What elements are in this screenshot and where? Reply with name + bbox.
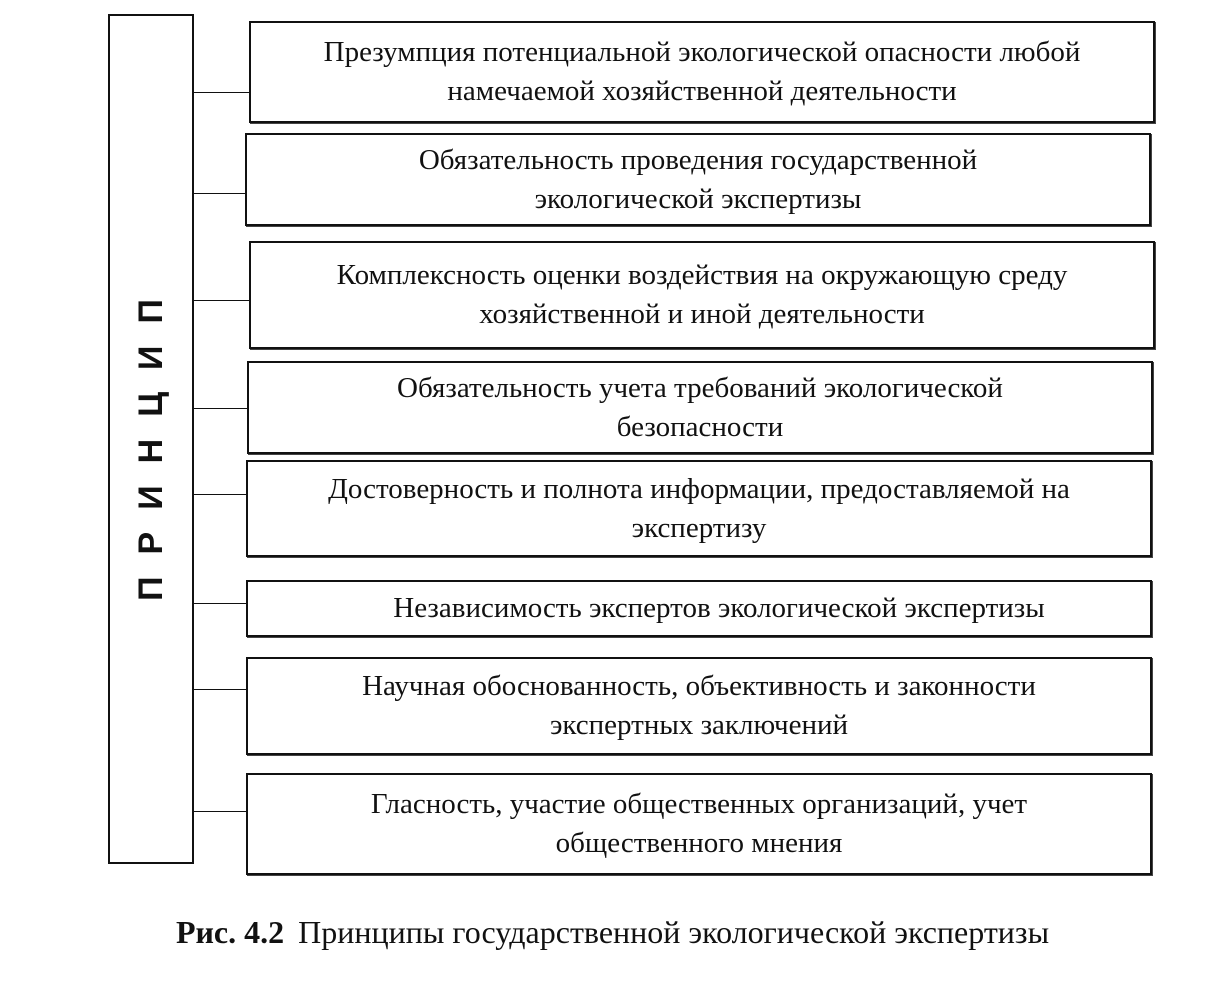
principle-box-7: Научная обоснованность, объективность и … xyxy=(246,657,1152,755)
connector-4 xyxy=(194,408,248,409)
principle-box-5: Достоверность и полнота информации, пред… xyxy=(246,460,1152,557)
connector-6 xyxy=(194,603,247,604)
connector-5 xyxy=(194,494,247,495)
principle-text-4: Обязательность учета требований экологич… xyxy=(397,371,1003,443)
principle-text-2: Обязательность проведения государственно… xyxy=(418,143,978,215)
connector-8 xyxy=(194,811,247,812)
principle-text-5: Достоверность и полнота информации, пред… xyxy=(328,472,1070,544)
principle-box-4: Обязательность учета требований экологич… xyxy=(247,361,1153,454)
connector-2 xyxy=(194,193,246,194)
principle-box-3: Комплексность оценки воздействия на окру… xyxy=(249,241,1155,349)
figure-caption: Рис. 4.2 Принципы государственной эколог… xyxy=(0,912,1225,952)
principle-box-1: Презумпция потенциальной экологической о… xyxy=(249,21,1155,123)
connector-3 xyxy=(194,300,250,301)
figure-number: Рис. 4.2 xyxy=(175,914,285,950)
figure-caption-text: Принципы государственной экологической э… xyxy=(298,914,1050,950)
principle-text-7: Научная обоснованность, объективность и … xyxy=(362,670,1036,741)
principles-spine: ПРИНЦИП xyxy=(108,14,194,864)
principle-box-8: Гласность, участие общественных организа… xyxy=(246,773,1152,875)
principle-text-3: Комплексность оценки воздействия на окру… xyxy=(336,259,1068,330)
principles-diagram: ПРИНЦИП Презумпция потенциальной экологи… xyxy=(108,14,1155,875)
principle-text-6: Независимость экспертов экологической эк… xyxy=(393,592,1045,624)
connector-1 xyxy=(194,92,250,93)
principle-text-1: Презумпция потенциальной экологической о… xyxy=(323,36,1081,107)
connector-7 xyxy=(194,689,247,690)
principle-box-2: Обязательность проведения государственно… xyxy=(245,133,1151,226)
spine-label: ПРИНЦИП xyxy=(132,277,170,601)
principle-text-8: Гласность, участие общественных организа… xyxy=(370,788,1028,859)
principle-box-6: Независимость экспертов экологической эк… xyxy=(246,580,1152,637)
